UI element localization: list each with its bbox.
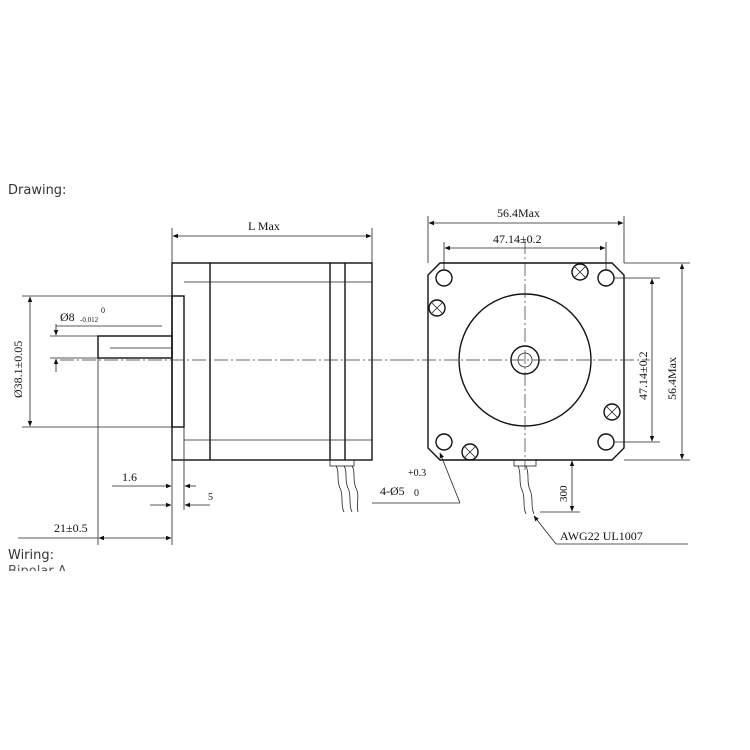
shaft-diameter-label: Ø8: [60, 310, 75, 324]
screw-head: [461, 443, 479, 461]
wire-spec-label: AWG22 UL1007: [560, 529, 643, 543]
holes-tol-lower: 0: [414, 488, 419, 499]
mounting-hole: [435, 269, 453, 287]
shaft-diameter-tol-upper: 0: [101, 306, 105, 315]
front-boss: [171, 295, 185, 428]
height-max-label: 56.4Max: [665, 357, 679, 400]
boss-diameter-label: Ø38.1±0.05: [11, 341, 25, 398]
side-lead-bundle: [329, 459, 359, 513]
holes-tol-upper: +0.3: [408, 468, 426, 479]
hole-spacing-v-label: 47.14±0.2: [636, 351, 650, 400]
front-view: 56.4Max 47.14±0.2 47.14±0.2 56.4Max 4-Ø5…: [372, 206, 690, 545]
side-view: L Max Ø38.1±0.05 Ø8 -0.012 0 1.6 5 21±0.…: [11, 219, 400, 545]
width-max-label: 56.4Max: [497, 206, 540, 220]
flange-thickness-label: 1.6: [122, 470, 137, 484]
wire-leader-arrow: [533, 515, 557, 545]
mounting-hole: [597, 433, 615, 451]
wiring-section-label: Wiring:: [8, 548, 55, 563]
shaft-side: [97, 335, 173, 359]
boss-height-label: 5: [208, 492, 213, 503]
length-dimension-label: L Max: [248, 219, 280, 233]
flange-outline: [427, 262, 625, 461]
shaft-length-label: 21±0.5: [54, 521, 88, 535]
mounting-hole: [597, 269, 615, 287]
motor-body-side: [171, 262, 373, 461]
drawing-section-label: Drawing:: [8, 183, 67, 198]
screw-head: [571, 263, 589, 281]
mounting-hole: [435, 433, 453, 451]
front-lead-bundle: [513, 459, 537, 515]
shaft-diameter-tol-lower: -0.012: [80, 316, 99, 324]
holes-leader-arrow: [439, 452, 461, 504]
holes-label: 4-Ø5: [380, 484, 405, 498]
lead-length-label: 300: [558, 485, 570, 502]
hole-spacing-h-label: 47.14±0.2: [493, 232, 542, 246]
wiring-subsection-label: Bipolar A: [8, 564, 67, 571]
screw-head: [428, 299, 446, 317]
screw-head: [603, 403, 621, 421]
